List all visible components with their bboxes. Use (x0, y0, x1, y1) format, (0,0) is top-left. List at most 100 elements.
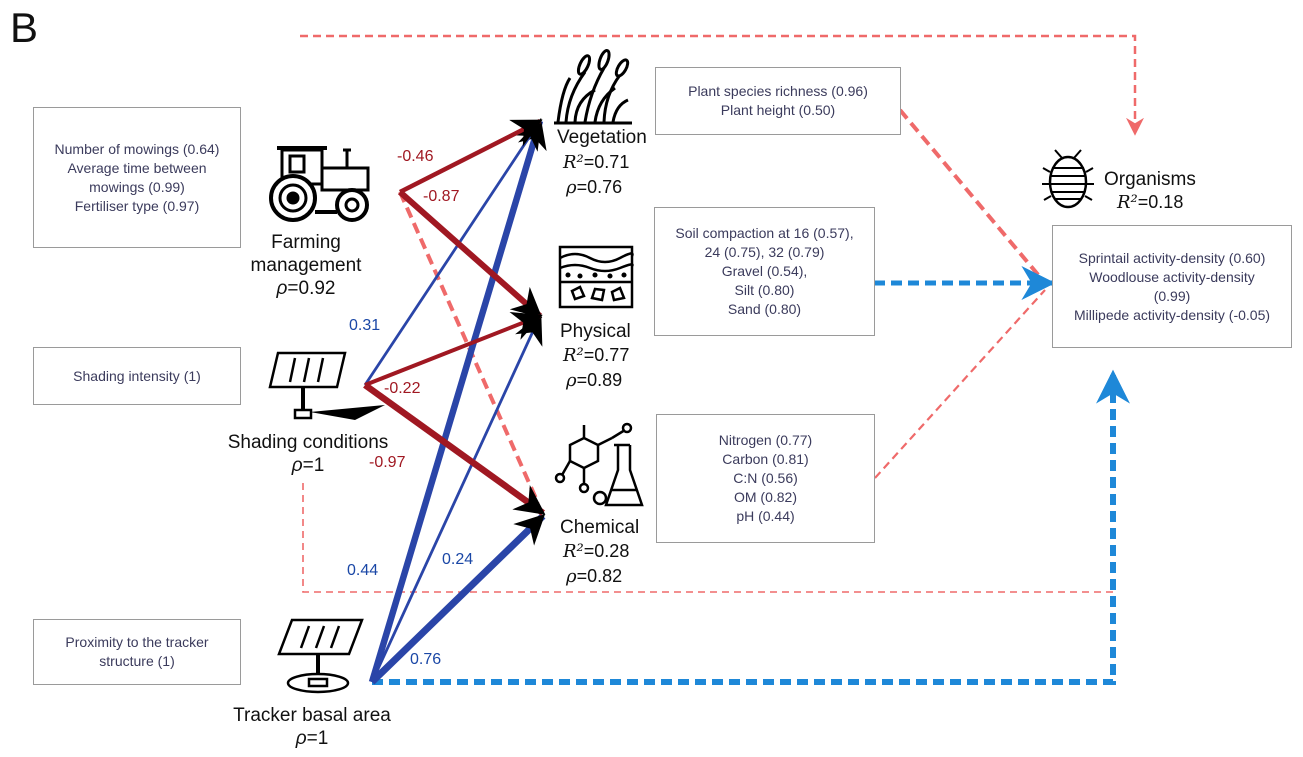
grass-icon (554, 49, 632, 125)
solid-pathways (363, 118, 547, 685)
coef-shading-vegetation: 0.31 (349, 317, 381, 334)
vegetation-indicator: Plant height (0.50) (720, 102, 836, 118)
vegetation-r2-value: =0.71 (583, 152, 630, 172)
physical-indicator: 24 (0.75), 32 (0.79) (704, 244, 825, 260)
farming-to-organisms-dashed-path (300, 34, 1144, 136)
r2-symbol: R² (563, 541, 584, 562)
shading-to-organisms-dashed-path (302, 483, 1113, 593)
farming-name-line1: Farming (271, 232, 341, 253)
vegetation-name: Vegetation (557, 127, 647, 148)
physical-r2: R²=0.77 (563, 344, 629, 367)
physical-r2-value: =0.77 (583, 345, 630, 365)
farming-to-vegetation-path (398, 118, 543, 195)
chemical-to-organisms-dashed-line (874, 289, 1046, 479)
rho-symbol: ρ (291, 455, 303, 476)
tracker-to-chemical-path (369, 513, 546, 685)
tracker-name: Tracker basal area (233, 705, 391, 726)
organisms-indicator: Woodlouse activity-density (1089, 268, 1255, 285)
farming-rho: ρ=0.92 (226, 277, 386, 300)
rho-symbol: ρ (276, 278, 288, 299)
coef-shading-physical: -0.22 (384, 380, 421, 397)
chemical-r2-value: =0.28 (583, 541, 630, 561)
chemical-indicators-box: Nitrogen (0.77) Carbon (0.81) C:N (0.56)… (656, 414, 875, 543)
coef-tracker-chemical: 0.76 (410, 651, 442, 668)
chemical-rho-value: =0.82 (576, 566, 623, 586)
rho-symbol: ρ (295, 728, 307, 749)
farming-indicator: Number of mowings (0.64) (54, 140, 220, 157)
physical-name: Physical (560, 321, 631, 342)
chemical-r2: R²=0.28 (563, 540, 629, 563)
coef-farming-vegetation: -0.46 (397, 148, 434, 165)
organisms-indicators-box: Sprintail activity-density (0.60) Woodlo… (1052, 225, 1292, 348)
shading-rho: ρ=1 (218, 454, 398, 477)
vegetation-rho: ρ=0.76 (566, 176, 622, 199)
shading-rho-value: =1 (302, 455, 325, 476)
shading-label: Shading conditions ρ=1 (218, 431, 398, 477)
shading-to-chemical-path (363, 382, 546, 516)
solar-panel-icon (268, 351, 385, 420)
vegetation-indicator: Plant species richness (0.96) (688, 83, 868, 99)
organisms-name: Organisms (1104, 169, 1196, 190)
r2-symbol: R² (563, 345, 584, 366)
organisms-r2-value: =0.18 (1137, 192, 1184, 212)
chemical-indicator: Nitrogen (0.77) (718, 432, 813, 448)
farming-indicators-box: Number of mowings (0.64) Average time be… (33, 107, 241, 248)
farming-to-physical-path (398, 189, 543, 319)
chemical-indicator: pH (0.44) (736, 508, 795, 524)
organisms-indicator: Millipede activity-density (-0.05) (1073, 306, 1271, 323)
tracker-icon (277, 618, 364, 694)
chemical-indicator: C:N (0.56) (733, 470, 798, 486)
panel-label: B (10, 4, 39, 51)
shading-indicators-box: Shading intensity (1) (33, 347, 241, 405)
physical-indicator: Sand (0.80) (727, 301, 802, 317)
physical-indicator: Silt (0.80) (734, 282, 795, 298)
tracker-indicators-box: Proximity to the tracker structure (1) (33, 619, 241, 685)
farming-label: Farming management ρ=0.92 (226, 231, 386, 300)
woodlouse-icon (1042, 149, 1094, 209)
rho-symbol: ρ (566, 566, 577, 587)
coef-shading-chemical: -0.97 (369, 454, 406, 471)
vegetation-to-organisms-dashed-line (898, 108, 1047, 285)
organisms-indicator: (0.99) (1153, 287, 1191, 304)
chemical-indicator: OM (0.82) (733, 489, 797, 505)
chemistry-flask-icon (554, 422, 644, 507)
farming-rho-value: =0.92 (287, 278, 336, 299)
tracker-to-physical-path (370, 313, 543, 683)
tracker-rho: ρ=1 (222, 727, 402, 750)
farming-name-line2: management (250, 255, 362, 276)
tracker-label: Tracker basal area ρ=1 (222, 704, 402, 750)
tracker-indicator: Proximity to the tracker (65, 634, 209, 650)
physical-indicators-box: Soil compaction at 16 (0.57), 24 (0.75),… (654, 207, 875, 336)
physical-rho-value: =0.89 (576, 370, 623, 390)
farming-indicator: Fertiliser type (0.97) (74, 197, 200, 214)
vegetation-rho-value: =0.76 (576, 177, 623, 197)
organisms-r2: R²=0.18 (1117, 191, 1183, 214)
physical-rho: ρ=0.89 (566, 369, 622, 392)
organisms-indicator: Sprintail activity-density (0.60) (1078, 249, 1266, 266)
vegetation-indicators-box: Plant species richness (0.96) Plant heig… (655, 67, 901, 135)
farming-indicator: Average time between (67, 159, 207, 176)
shading-indicator: Shading intensity (1) (73, 367, 201, 384)
shading-name: Shading conditions (227, 432, 389, 453)
tracker-to-organisms-dashed-path (372, 369, 1130, 685)
chemical-rho: ρ=0.82 (566, 565, 622, 588)
tractor-icon (269, 146, 370, 222)
physical-indicator: Soil compaction at 16 (0.57), (675, 225, 854, 241)
physical-indicator: Gravel (0.54), (721, 263, 808, 279)
farming-indicator: mowings (0.99) (89, 178, 185, 195)
soil-profile-icon (558, 245, 634, 309)
shading-to-vegetation-path (363, 118, 542, 386)
coef-tracker-vegetation: 0.44 (347, 562, 379, 579)
chemical-indicator: Carbon (0.81) (722, 451, 809, 467)
rho-symbol: ρ (566, 177, 577, 198)
tracker-rho-value: =1 (306, 728, 329, 749)
tracker-indicator: structure (1) (99, 653, 175, 669)
vegetation-r2: R²=0.71 (563, 151, 629, 174)
coef-farming-physical: -0.87 (423, 188, 460, 205)
r2-symbol: R² (563, 152, 584, 173)
r2-symbol: R² (1117, 192, 1138, 213)
tracker-to-vegetation-path (368, 118, 547, 683)
chemical-name: Chemical (560, 517, 640, 538)
coef-tracker-physical: 0.24 (442, 551, 474, 568)
